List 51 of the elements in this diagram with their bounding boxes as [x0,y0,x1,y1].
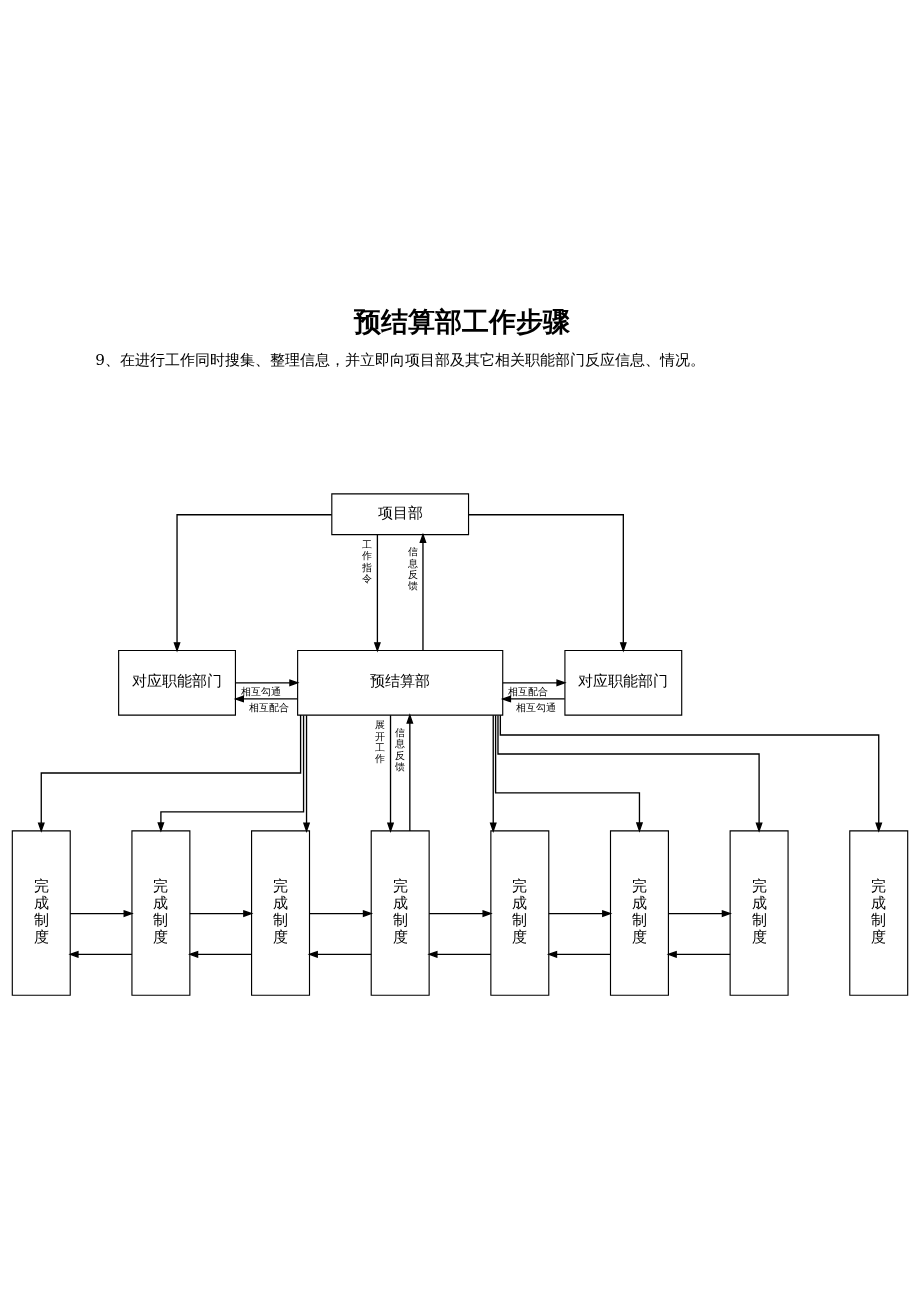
arrow [37,714,302,833]
arrow [489,714,497,833]
arrow [667,909,732,918]
arrow [406,713,414,832]
node-box: 完成制度 [370,830,430,996]
arrow [173,514,333,653]
arrow [386,714,395,833]
arrow [302,714,311,833]
arrow [494,714,644,833]
edge-label: 信息反馈 [394,725,405,773]
arrow [467,514,627,653]
node-box: 完成制度 [849,830,909,996]
node-box: 完成制度 [490,830,550,996]
node-box: 完成制度 [251,830,311,996]
edge-label: 工作指令 [362,537,373,585]
arrow [499,714,883,833]
edge-label: 相互勾通 [240,684,281,697]
node-box: 完成制度 [131,830,191,996]
arrow [308,909,374,918]
edge-label: 展开工作 [375,718,386,765]
arrow [497,714,763,833]
edge-label: 相互配合 [508,684,549,697]
node-box: 项目部 [331,493,470,536]
node-box: 完成制度 [729,830,789,996]
diagram-title: 预结算部工作步骤 [354,305,571,337]
label: 9、在进行工作同时搜集、整理信息，并立即向项目部及其它相关职能部门反应信息、情况。 [95,350,706,369]
node-box: 完成制度 [11,830,71,996]
arrow [548,909,613,918]
edge-label: 相互配合 [248,701,289,714]
arrow [189,909,254,918]
arrow [428,909,493,918]
arrow [500,695,566,703]
arrow [419,532,427,651]
arrow [373,534,381,653]
node-box: 预结算部 [297,649,504,716]
arrow [427,950,492,958]
node-box: 完成制度 [609,830,669,996]
arrow [307,950,372,958]
arrow [157,714,305,833]
arrow [235,679,300,687]
arrow [233,695,299,703]
arrow [188,950,253,958]
node-box: 对应职能部门 [118,649,236,716]
edge-label: 信息反馈 [407,545,418,592]
arrow [546,950,612,958]
edge-label: 相互勾通 [515,701,556,714]
arrow [68,950,133,958]
node-box: 对应职能部门 [564,649,683,716]
arrow [69,909,134,918]
arrow [666,950,731,958]
arrow [502,679,567,687]
